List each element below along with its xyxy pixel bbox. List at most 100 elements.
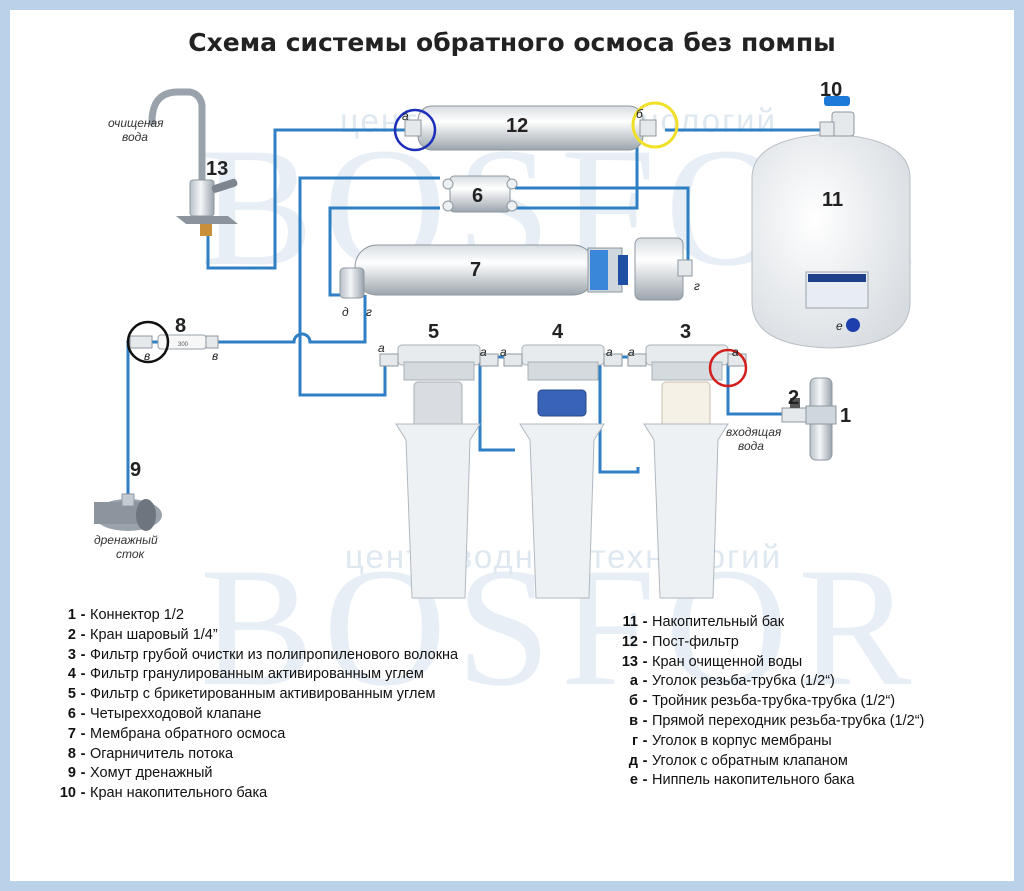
legend-key: 10 [59, 785, 76, 802]
label-number-3: 3 [680, 321, 691, 343]
legend-text: Уголок с обратным клапаном [652, 752, 848, 769]
legend-key: 13 [621, 653, 638, 670]
legend-text: Уголок резьба-трубка (1/2“) [652, 673, 835, 690]
tubing [126, 128, 820, 500]
tube-filter-5-to-valve [298, 176, 440, 397]
system-diagram: 1 2 3 4 5 6 7 8 9 10 11 12 13 а б г д г … [94, 79, 911, 599]
port-label-v-limiter-left: в [144, 349, 150, 363]
legend-key: 7 [67, 725, 76, 742]
tank-valve-10 [819, 96, 855, 137]
tube-membrane-to-valve [515, 186, 690, 260]
legend-right: 11-Накопительный бак 12-Пост-фильтр 13-К… [608, 613, 925, 791]
label-number-7: 7 [470, 259, 481, 281]
legend-item: 13-Кран очищенной воды [608, 653, 924, 673]
legend-item: в-Прямой переходник резьба-трубка (1/2“) [608, 712, 924, 732]
port-label-a-postfilter: а [402, 109, 409, 123]
legend-item: 2-Кран шаровый 1/4” [54, 626, 458, 646]
caption-clean-water-line2: вода [122, 130, 148, 144]
port-label-b-postfilter: б [636, 107, 644, 121]
legend-text: Фильтр гранулированным активированным уг… [90, 666, 424, 683]
drain-clamp-9 [94, 493, 162, 531]
legend-key: е [629, 772, 638, 789]
membrane-7 [339, 237, 693, 301]
legend-key: 2 [67, 626, 76, 643]
highlight-circle-black [126, 320, 170, 364]
caption-clean-water-line1: очищеная [108, 116, 164, 130]
label-number-4: 4 [552, 321, 564, 343]
legend-dash: - [642, 732, 648, 749]
connector-1 [805, 377, 837, 461]
legend-key: 6 [67, 705, 76, 722]
legend-dash: - [642, 614, 648, 630]
highlight-circle-blue [393, 108, 437, 152]
legend-key: 8 [67, 745, 76, 762]
legend-text: Кран шаровый 1/4” [90, 626, 218, 643]
legend-dash: - [642, 712, 648, 729]
legend-text: Огарничитель потока [90, 745, 234, 762]
label-number-2: 2 [788, 387, 799, 409]
legend-dash: - [80, 725, 86, 742]
legend-dash: - [80, 745, 86, 762]
legend-item: 8-Огарничитель потока [54, 745, 458, 765]
caption-drain-line1: дренажный [94, 533, 158, 547]
port-label-a-housing-3-right: а [732, 345, 739, 359]
legend-dash: - [642, 653, 648, 670]
legend-item: 1-Коннектор 1/2 [54, 606, 458, 626]
tube-filter-3-to-4 [598, 355, 640, 474]
tube-valve-to-membrane-inlet [328, 206, 440, 297]
port-label-v-limiter-right: в [212, 349, 218, 363]
legend-dash: - [80, 765, 86, 782]
legend-dash: - [642, 633, 648, 650]
label-number-13: 13 [206, 158, 228, 180]
filter-housing-3 [627, 344, 747, 599]
legend-key: б [629, 693, 638, 710]
port-label-a-housing-3-left: а [628, 345, 635, 359]
port-label-d-membrane: д [342, 305, 349, 319]
label-number-8: 8 [175, 315, 186, 337]
tube-valve-to-postfilter [515, 145, 639, 210]
caption-inlet-water-line2: вода [738, 439, 764, 453]
legend-text: Хомут дренажный [90, 765, 213, 782]
legend-key: 9 [67, 765, 76, 782]
legend-item: д-Уголок с обратным клапаном [608, 752, 924, 772]
ball-valve-2 [781, 398, 807, 423]
label-number-5: 5 [428, 321, 439, 343]
legend-item: 11-Накопительный бак [608, 613, 924, 633]
caption-drain-line2: сток [116, 547, 146, 561]
legend-key: д [628, 752, 638, 769]
legend-dash: - [642, 772, 648, 789]
legend-key: 12 [621, 633, 638, 650]
legend-item: 4-Фильтр гранулированным активированным … [54, 665, 458, 685]
clean-water-faucet-13 [148, 88, 238, 236]
four-way-valve-6 [442, 175, 518, 213]
legend-key: 1 [67, 607, 76, 623]
legend-item: е-Ниппель накопительного бака [608, 771, 924, 791]
legend-dash: - [642, 673, 648, 690]
legend-text: Мембрана обратного осмоса [90, 725, 286, 742]
legend-dash: - [80, 646, 86, 663]
label-number-11: 11 [822, 189, 843, 211]
legend-item: г-Уголок в корпус мембраны [608, 732, 924, 752]
legend-text: Кран накопительного бака [90, 785, 268, 802]
tube-filter-4-to-5 [478, 355, 515, 452]
legend-text: Фильтр с брикетированным активированным … [90, 686, 436, 703]
label-number-1: 1 [840, 405, 851, 427]
legend-key: а [629, 673, 638, 690]
legend-text: Уголок в корпус мембраны [652, 732, 832, 749]
storage-tank-11 [751, 133, 911, 349]
post-filter-12 [404, 105, 657, 151]
legend-key: 5 [67, 686, 76, 703]
legend-key: в [629, 712, 638, 729]
port-label-a-housing-4-right: а [606, 345, 613, 359]
legend-key: 11 [622, 614, 638, 630]
legend-item: 6-Четырехходовой клапане [54, 705, 458, 725]
tube-drain-line [126, 295, 367, 500]
legend-dash: - [80, 607, 86, 623]
port-label-a-housing-5-left: а [378, 341, 385, 355]
diagram-canvas: BOSFOR BOSFOR центр водных технологий це… [10, 10, 1014, 881]
legend-dash: - [80, 705, 86, 722]
legend-text: Накопительный бак [652, 614, 785, 630]
legend-key: г [631, 732, 638, 749]
label-number-12: 12 [506, 115, 528, 137]
legend-item: 3-Фильтр грубой очистки из полипропилено… [54, 646, 458, 666]
